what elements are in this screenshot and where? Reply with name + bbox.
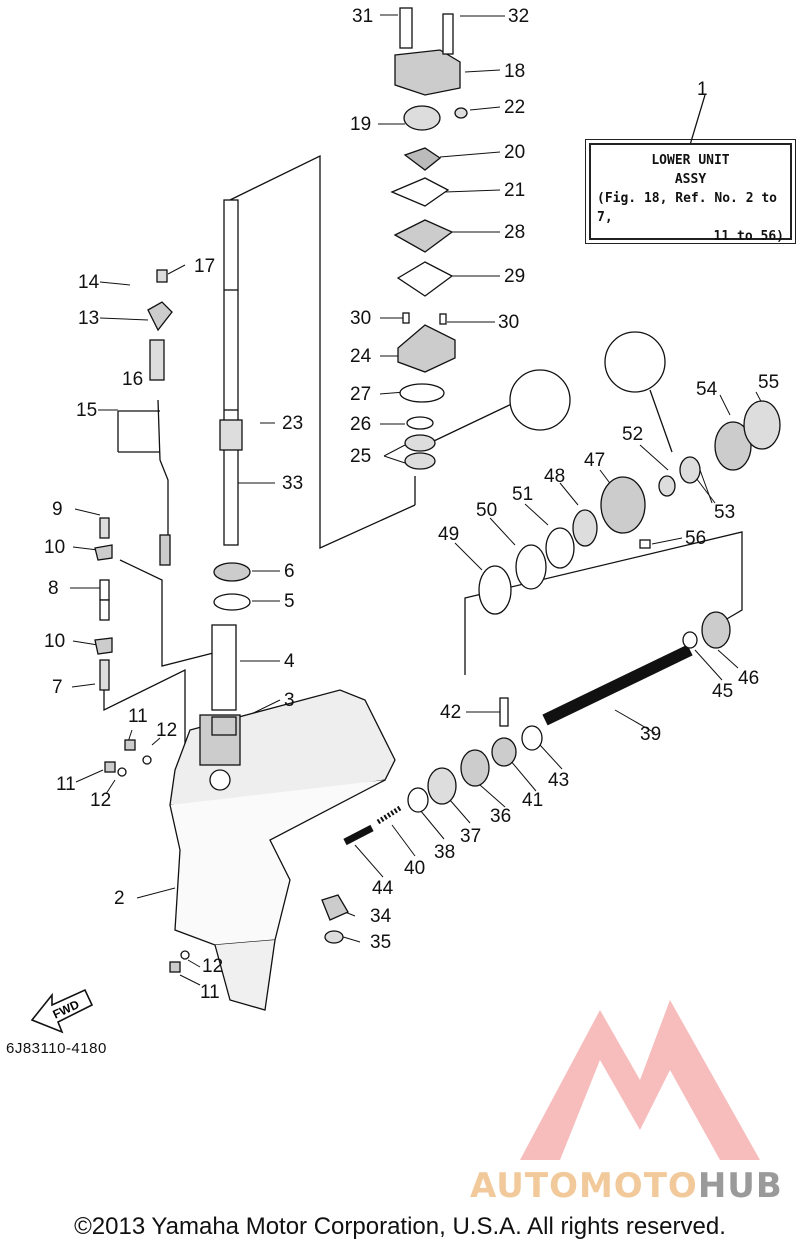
note-line2: ASSY — [674, 172, 707, 187]
callout-36: 36 — [490, 806, 511, 827]
callout-7: 7 — [52, 677, 63, 698]
callout-9: 9 — [52, 499, 63, 520]
callout-3: 3 — [284, 690, 295, 711]
diagram-ref-code: 6J83110-4180 — [6, 1040, 107, 1057]
callout-49: 49 — [438, 524, 459, 545]
callout-53: 53 — [714, 502, 735, 523]
group-line-shift — [119, 559, 226, 667]
callout-52: 52 — [622, 424, 643, 445]
callout-29: 29 — [504, 266, 525, 287]
callout-1: 1 — [697, 79, 708, 100]
callout-54: 54 — [696, 379, 718, 400]
callout-22: 22 — [504, 97, 525, 118]
callout-11b: 11 — [56, 774, 76, 795]
drive-bearings — [211, 562, 251, 736]
watermark-text: AUTOMOTOHUB — [470, 1166, 783, 1206]
callout-50: 50 — [476, 500, 497, 521]
detail-callouts — [509, 331, 666, 431]
group-line-driveshaft — [229, 154, 416, 550]
callout-12b: 12 — [90, 790, 111, 811]
callout-24: 24 — [350, 346, 372, 367]
copyright-notice: ©2013 Yamaha Motor Corporation, U.S.A. A… — [74, 1213, 726, 1240]
note-line4: 11 to 56) — [713, 229, 784, 244]
lower-unit-assy-note: LOWER UNIT ASSY (Fig. 18, Ref. No. 2 to … — [585, 139, 796, 244]
callout-12c: 12 — [202, 956, 223, 977]
callout-11a: 11 — [128, 706, 148, 727]
callout-14: 14 — [78, 272, 100, 293]
callout-46: 46 — [738, 668, 759, 689]
callout-41: 41 — [522, 790, 543, 811]
callout-10b: 10 — [44, 631, 65, 652]
callout-23: 23 — [282, 413, 303, 434]
callout-18: 18 — [504, 61, 525, 82]
drive-shaft — [219, 199, 243, 546]
callout-20: 20 — [504, 142, 525, 163]
callout-45: 45 — [712, 681, 733, 702]
lower-unit-housing — [169, 689, 396, 1011]
callout-38: 38 — [434, 842, 455, 863]
callout-51: 51 — [512, 484, 533, 505]
callout-19: 19 — [350, 114, 371, 135]
callout-21: 21 — [504, 180, 525, 201]
callout-10a: 10 — [44, 537, 65, 558]
group-line-housing — [103, 668, 186, 800]
note-line3: (Fig. 18, Ref. No. 2 to 7, — [597, 191, 778, 225]
callout-55: 55 — [758, 372, 779, 393]
callout-35: 35 — [370, 932, 391, 953]
callout-25: 25 — [350, 446, 371, 467]
callout-47: 47 — [584, 450, 605, 471]
callout-27: 27 — [350, 384, 371, 405]
callout-34: 34 — [370, 906, 392, 927]
callout-28: 28 — [504, 222, 525, 243]
callout-26: 26 — [350, 414, 371, 435]
propeller-shaft-assembly — [321, 400, 781, 944]
watermark-part2: HUB — [697, 1166, 783, 1206]
callout-4: 4 — [284, 651, 295, 672]
callout-16: 16 — [122, 369, 143, 390]
callout-40: 40 — [404, 858, 425, 879]
callout-11c: 11 — [200, 982, 220, 1003]
callout-43: 43 — [548, 770, 569, 791]
group-line-propshaft — [464, 531, 743, 675]
callout-12a: 12 — [156, 720, 177, 741]
callout-numbers: 31 32 18 22 19 20 21 28 29 30 30 24 27 2… — [44, 6, 779, 1022]
callout-6: 6 — [284, 561, 295, 582]
callout-17: 17 — [194, 256, 215, 277]
callout-42: 42 — [440, 702, 461, 723]
callout-15: 15 — [76, 400, 97, 421]
callout-30b: 30 — [498, 312, 519, 333]
watermark-part1: AUTOMOTO — [470, 1166, 698, 1206]
callout-44: 44 — [372, 878, 394, 899]
callout-5: 5 — [284, 591, 295, 612]
callout-13: 13 — [78, 308, 99, 329]
callout-56: 56 — [685, 528, 706, 549]
shift-linkage — [94, 269, 173, 691]
callout-37: 37 — [460, 826, 481, 847]
water-pump-stack — [390, 7, 468, 470]
callout-48: 48 — [544, 466, 565, 487]
callout-31: 31 — [352, 6, 373, 27]
callout-8: 8 — [48, 578, 59, 599]
note-line1: LOWER UNIT — [651, 153, 730, 168]
callout-33: 33 — [282, 473, 303, 494]
watermark-logo-icon — [520, 1000, 760, 1160]
fwd-arrow-icon — [30, 988, 94, 1034]
callout-2: 2 — [114, 888, 125, 909]
drain-screws — [104, 739, 190, 973]
callout-32: 32 — [508, 6, 529, 27]
callout-39: 39 — [640, 724, 661, 745]
callout-30a: 30 — [350, 308, 371, 329]
